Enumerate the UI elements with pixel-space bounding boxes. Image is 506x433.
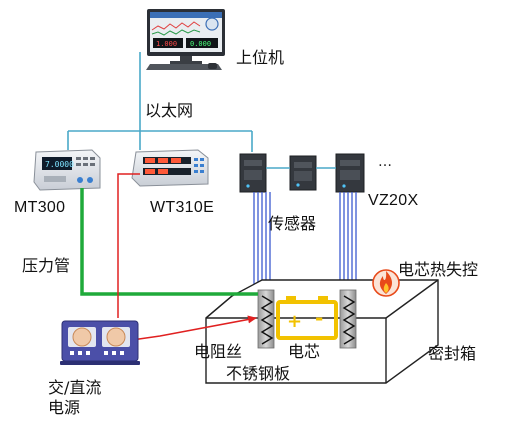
sealed-box-label: 密封箱	[428, 344, 477, 363]
monitor-icon: 1.000 0.000	[147, 9, 225, 64]
sensor-label: 传感器	[268, 214, 317, 233]
host-computer[interactable]: 1.000 0.000	[146, 9, 225, 70]
power-source-label-line2: 电源	[48, 398, 81, 417]
mt300-label: MT300	[14, 199, 66, 216]
stainless-steel-plate-right	[339, 289, 357, 349]
battery-plus-sign: +	[287, 311, 302, 332]
sensor-wires	[253, 192, 357, 292]
mt300-readout: 7.0000	[45, 160, 74, 169]
power-line-to-wire	[131, 315, 257, 341]
vz20x-label: VZ20X	[368, 192, 419, 209]
flame-icon	[372, 269, 400, 297]
vz20x-module-2[interactable]	[289, 155, 317, 191]
mt300-device[interactable]: 7.0000	[33, 149, 101, 191]
battery-icon: + -	[276, 296, 338, 340]
more-modules-ellipsis: …	[378, 154, 393, 170]
pressure-tube-line	[80, 188, 258, 296]
ethernet-network	[67, 52, 253, 152]
resistance-wire-right	[342, 295, 356, 345]
ethernet-label: 以太网	[145, 101, 194, 120]
stainless-plate-label: 不锈钢板	[226, 364, 291, 383]
thermal-runaway-label: 电芯热失控	[398, 260, 479, 279]
power-source-device[interactable]	[60, 320, 140, 365]
vz20x-module-1[interactable]	[239, 153, 267, 193]
vz20x-module-3[interactable]	[335, 153, 365, 193]
monitor-readout-1: 1.000	[156, 40, 177, 48]
cell-label: 电芯	[288, 342, 321, 361]
pressure-tube-label: 压力管	[22, 256, 71, 275]
wt310e-label: WT310E	[150, 199, 215, 216]
power-line-to-wt310e	[117, 173, 140, 318]
host-computer-label: 上位机	[236, 48, 285, 67]
wt310e-device[interactable]	[131, 149, 209, 187]
resistance-wire-left	[260, 295, 274, 345]
monitor-readout-2: 0.000	[190, 40, 211, 48]
power-source-label-line1: 交/直流	[48, 378, 102, 397]
keyboard-icon	[146, 63, 222, 70]
stainless-steel-plate-left	[257, 289, 275, 349]
battery-minus-sign: -	[315, 306, 323, 330]
resistance-wire-label: 电阻丝	[194, 342, 243, 361]
